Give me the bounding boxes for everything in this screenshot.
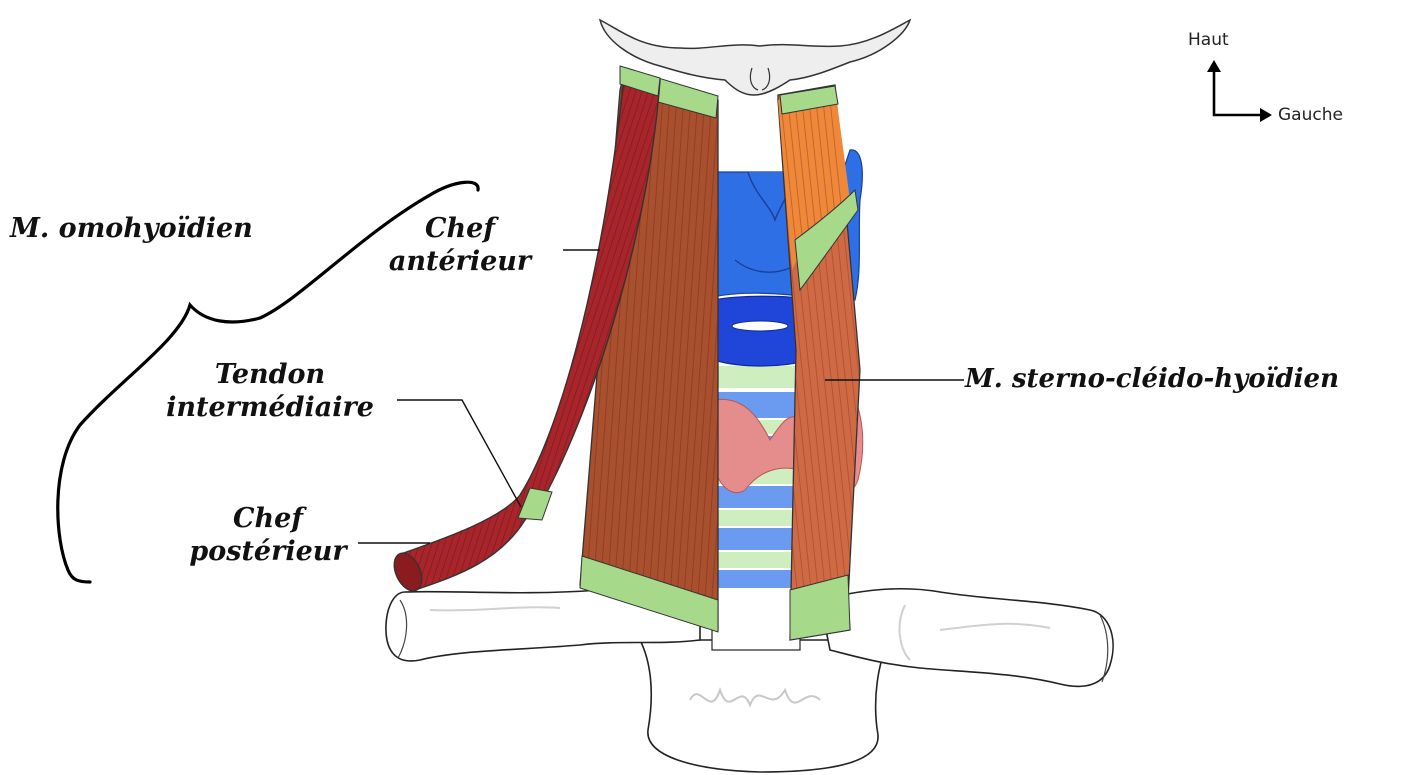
label-omohyoid: M. omohyoïdien [10, 212, 253, 245]
label-chef-anterieur-line2: antérieur [375, 245, 545, 278]
orientation-left-label: Gauche [1278, 105, 1343, 125]
label-chef-anterieur: Chef antérieur [375, 212, 545, 278]
label-chef-posterieur-line1: Chef [168, 502, 368, 535]
label-chef-posterieur-line2: postérieur [168, 535, 368, 568]
label-chef-anterieur-line1: Chef [375, 212, 545, 245]
orientation-up-label: Haut [1188, 30, 1229, 50]
label-chef-posterieur: Chef postérieur [168, 502, 368, 568]
arrow-right-icon [1260, 108, 1272, 122]
label-tendon-line1: Tendon [145, 358, 395, 391]
label-sterno-cleido-hyoidien: M. sterno-cléido-hyoïdien [965, 363, 1339, 396]
label-tendon: Tendon intermédiaire [145, 358, 395, 424]
sternum [640, 640, 890, 772]
label-tendon-line2: intermédiaire [145, 391, 395, 424]
orientation-arrows [1207, 60, 1272, 122]
leader-line-tendon [397, 400, 521, 507]
arrow-up-icon [1207, 60, 1221, 72]
